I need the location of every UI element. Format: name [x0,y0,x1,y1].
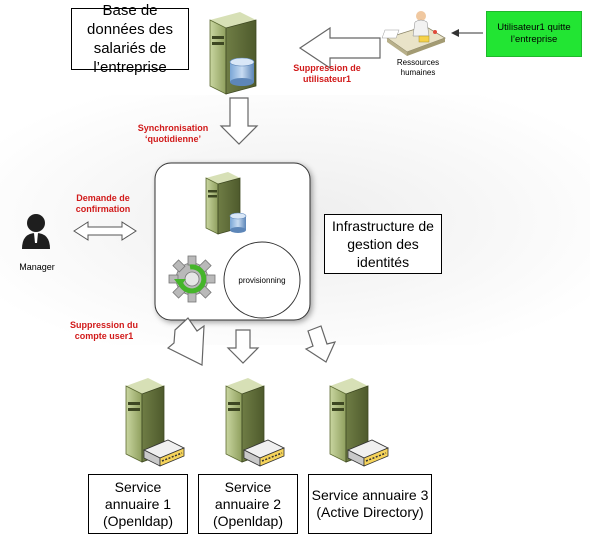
gear-refresh-icon [168,255,216,303]
hr-database-label: Base de données des salariés de l’entrep… [87,2,173,76]
manager-person-icon [22,214,50,249]
hollow-arrow-down-left-icon [166,317,205,366]
double-arrow-icon [73,221,137,241]
service-server-1-icon [125,378,185,467]
event-box: Utilisateur1 quitte l’entreprise [486,11,582,57]
infra-label: Infrastructure de gestion des identités [332,218,434,270]
service-label-2: Service annuaire 2 (Openldap) [212,478,284,529]
suppression-user-label: Suppression de utilisateur1 [293,63,361,84]
hollow-arrow-down-center-icon [226,329,260,364]
hollow-arrow-down-icon [219,97,259,145]
demande-label: Demande de confirmation [75,193,131,214]
hr-label: Ressources humaines [396,58,440,77]
service-box-3: Service annuaire 3 (Active Directory) [308,474,432,534]
hr-database-server-icon [209,12,257,95]
sync-label: Synchronisation ‘quotidienne’ [137,123,209,144]
service-box-1: Service annuaire 1 (Openldap) [88,474,188,534]
service-server-2-icon [225,378,285,467]
service-label-1: Service annuaire 1 (Openldap) [102,478,174,529]
infra-server-icon [205,172,247,235]
provisioning-label: provisionning [238,276,286,285]
hollow-arrow-left-icon [298,26,381,70]
manager-label: Manager [19,262,55,272]
suppression-compte-label: Suppression du compte user1 [69,320,138,341]
event-label: Utilisateur1 quitte l’entreprise [497,22,571,45]
event-arrow-icon [451,29,483,37]
infra-box: Infrastructure de gestion des identités [324,214,442,274]
service-server-3-icon [329,378,389,467]
service-label-3: Service annuaire 3 (Active Directory) [311,487,429,520]
hollow-arrow-down-right-icon [304,325,337,363]
hr-database-box: Base de données des salariés de l’entrep… [71,2,189,76]
provisioning-circle [223,241,301,319]
hr-person-desk-icon [381,11,446,56]
service-box-2: Service annuaire 2 (Openldap) [198,474,298,534]
